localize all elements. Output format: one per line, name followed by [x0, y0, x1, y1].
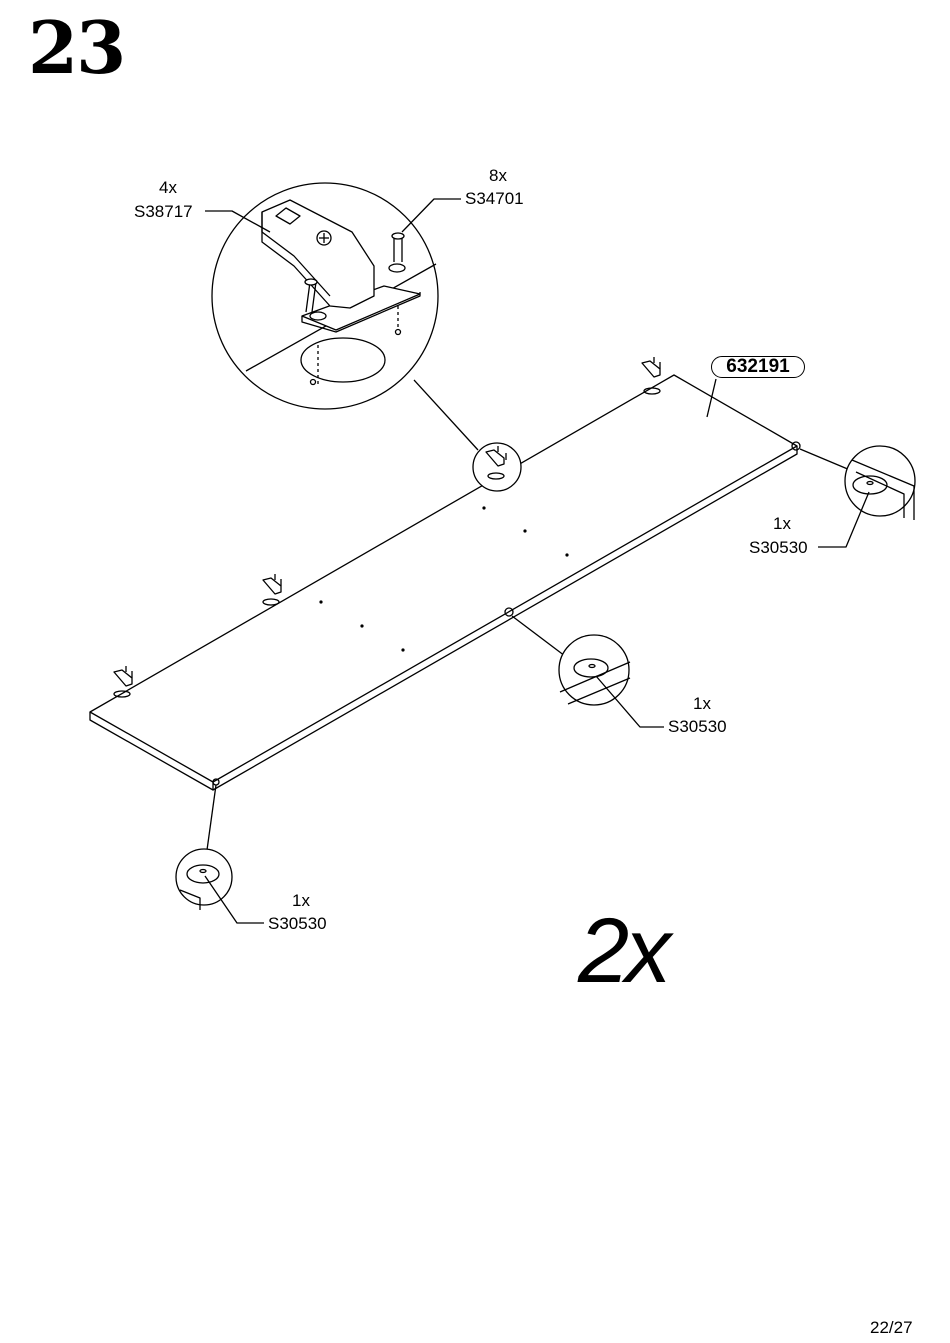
part-number-badge: 632191	[711, 356, 805, 378]
cap-left-quantity: 1x	[292, 891, 310, 910]
panel-board	[89, 374, 798, 791]
bracket-mini	[113, 666, 133, 698]
screw-part-code: S34701	[465, 189, 524, 208]
detail-ring	[472, 442, 522, 492]
bracket-mini	[485, 446, 507, 480]
cap-detail-left	[175, 778, 264, 924]
zoom-leader-line	[413, 379, 479, 451]
bracket-mini	[262, 574, 282, 606]
screw-quantity: 8x	[489, 166, 507, 185]
bracket-quantity: 4x	[159, 178, 177, 197]
repeat-multiplier: 2x	[578, 900, 671, 1002]
cap-middle-quantity: 1x	[693, 694, 711, 713]
cap-right-quantity: 1x	[773, 514, 791, 533]
bracket-mini	[641, 357, 661, 395]
cap-left-part-code: S30530	[268, 914, 327, 933]
cap-detail-middle	[504, 607, 664, 728]
screw-leader-line	[401, 198, 461, 233]
cap-middle-part-code: S30530	[668, 717, 727, 736]
page-number: 22/27	[870, 1318, 913, 1337]
cap-right-part-code: S30530	[749, 538, 808, 557]
bracket-leader-line	[205, 210, 271, 233]
part-leader-line	[706, 378, 717, 418]
cap-detail-right	[791, 441, 916, 548]
bracket-zoom-detail	[211, 182, 439, 410]
drill-holes	[319, 506, 569, 652]
step-number: 23	[28, 5, 126, 90]
bracket-part-code: S38717	[134, 202, 193, 221]
